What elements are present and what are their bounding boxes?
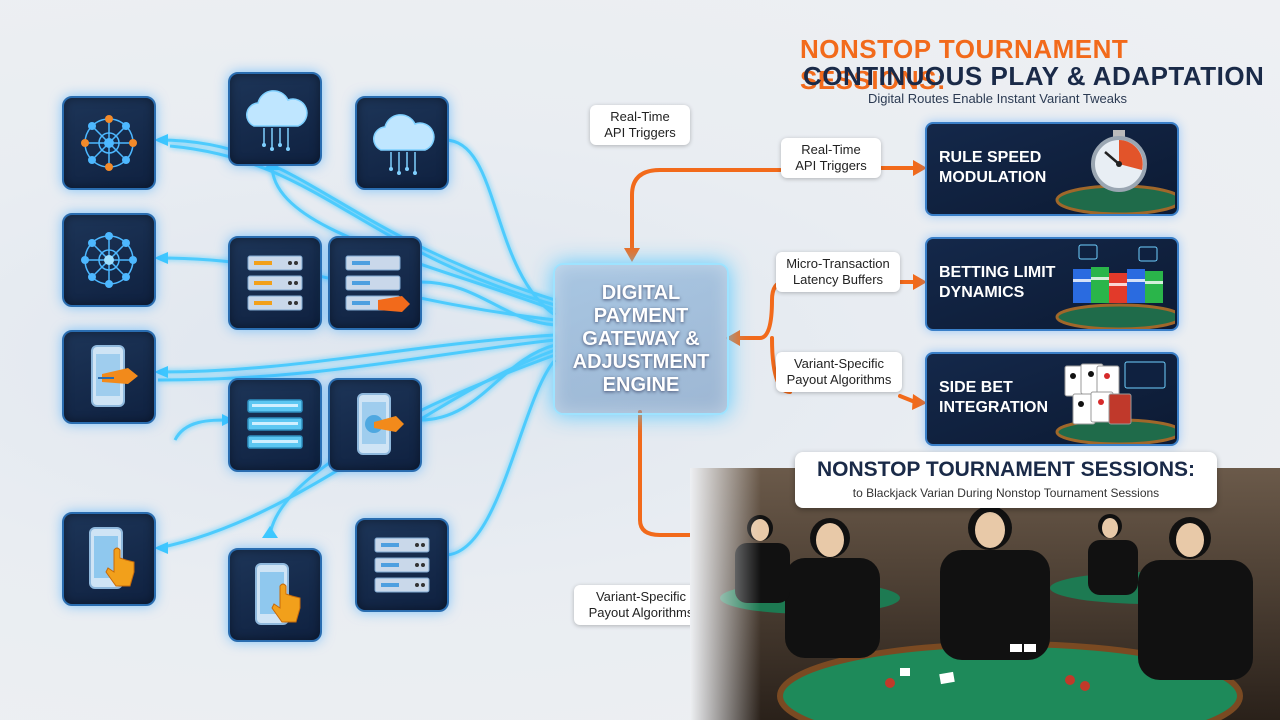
cyan-flow-line	[444, 138, 556, 317]
card-side-bet: SIDE BET INTEGRATION	[925, 352, 1179, 446]
poker-chips-icon	[1055, 244, 1175, 329]
card-label-line: BETTING LIMIT	[939, 264, 1056, 281]
label-text: API Triggers	[795, 158, 867, 173]
orange-flow-line	[898, 394, 917, 404]
server-stack-icon	[355, 518, 449, 612]
server-stack-icon	[228, 236, 322, 330]
tournament-photo	[690, 468, 1280, 720]
label-latency-buffers: Micro-Transaction Latency Buffers	[776, 252, 900, 292]
card-label-line: INTEGRATION	[939, 399, 1049, 416]
mobile-touch-icon	[228, 548, 322, 642]
label-text: Variant-Specific	[595, 589, 687, 604]
cyan-flow-line	[173, 418, 229, 441]
playing-cards-icon	[1055, 361, 1175, 444]
cyan-arrowhead	[154, 134, 168, 146]
cyan-flow-line	[157, 338, 556, 382]
banner-subtitle: to Blackjack Varian During Nonstop Tourn…	[852, 486, 1160, 500]
orange-flow-line	[630, 168, 662, 252]
database-icon	[228, 378, 322, 472]
label-text: Micro-Transaction	[786, 256, 890, 271]
cyan-flow-line	[444, 359, 557, 557]
hub-label: DIGITAL PAYMENT GATEWAY & ADJUSTMENT ENG…	[572, 281, 710, 396]
label-text: API Triggers	[604, 125, 676, 140]
cloud-upload-icon	[355, 96, 449, 190]
mobile-payment-icon	[62, 330, 156, 424]
orange-arrowhead	[913, 274, 927, 290]
server-stack-icon	[328, 236, 422, 330]
card-label: SIDE BET INTEGRATION	[939, 378, 1064, 418]
cyan-arrowhead	[262, 526, 278, 538]
title-line-2: CONTINUOUS PLAY & ADAPTATION	[803, 61, 1265, 91]
label-api-triggers-top: Real-Time API Triggers	[590, 105, 690, 145]
banner-title: NONSTOP TOURNAMENT SESSIONS:	[816, 458, 1196, 481]
label-text: Payout Algorithms	[588, 605, 694, 620]
label-payout-algorithms-right: Variant-Specific Payout Algorithms	[776, 352, 902, 392]
orange-flow-line	[728, 280, 787, 340]
payment-gateway-hub: DIGITAL PAYMENT GATEWAY & ADJUSTMENT ENG…	[553, 263, 729, 415]
network-node-icon	[62, 213, 156, 307]
card-label-line: SIDE BET	[939, 379, 1013, 396]
orange-arrowhead	[726, 330, 740, 346]
cyan-arrowhead	[154, 252, 168, 264]
network-node-icon	[62, 96, 156, 190]
card-label-line: RULE SPEED	[939, 149, 1042, 166]
label-api-triggers-right: Real-Time API Triggers	[781, 138, 881, 178]
cyan-flow-line	[157, 138, 556, 302]
label-payout-algorithms-bottom: Variant-Specific Payout Algorithms	[574, 585, 708, 625]
orange-flow-line	[638, 410, 722, 537]
mobile-touch-icon	[62, 512, 156, 606]
label-text: Real-Time	[801, 142, 861, 157]
label-text: Latency Buffers	[792, 272, 884, 287]
card-label: RULE SPEED MODULATION	[939, 148, 1064, 188]
card-label-line: MODULATION	[939, 169, 1047, 186]
cyan-arrowhead	[154, 542, 168, 554]
title-line-1: NONSTOP TOURNAMENT SESSIONS:	[800, 34, 1129, 95]
cloud-upload-icon	[228, 72, 322, 166]
orange-arrowhead	[913, 160, 927, 176]
tournament-banner: NONSTOP TOURNAMENT SESSIONS: to Blackjac…	[795, 452, 1217, 508]
card-rule-speed: RULE SPEED MODULATION	[925, 122, 1179, 216]
cyan-arrowhead	[154, 366, 168, 378]
cyan-flow-line	[419, 280, 556, 327]
card-betting-limit: BETTING LIMIT DYNAMICS	[925, 237, 1179, 331]
cyan-flow-line	[419, 343, 556, 422]
card-label-line: DYNAMICS	[939, 284, 1025, 301]
label-text: Real-Time	[610, 109, 670, 124]
label-text: Payout Algorithms	[786, 372, 892, 387]
cyan-flow-line	[157, 333, 556, 374]
card-label: BETTING LIMIT DYNAMICS	[939, 263, 1064, 303]
mobile-payment-icon	[328, 378, 422, 472]
orange-arrowhead	[624, 248, 640, 262]
label-text: Variant-Specific	[793, 356, 885, 371]
orange-arrowhead	[912, 394, 927, 410]
cyan-flow-line	[169, 144, 556, 307]
subtitle: Digital Routes Enable Instant Variant Tw…	[868, 91, 1127, 106]
stopwatch-icon	[1055, 130, 1175, 214]
